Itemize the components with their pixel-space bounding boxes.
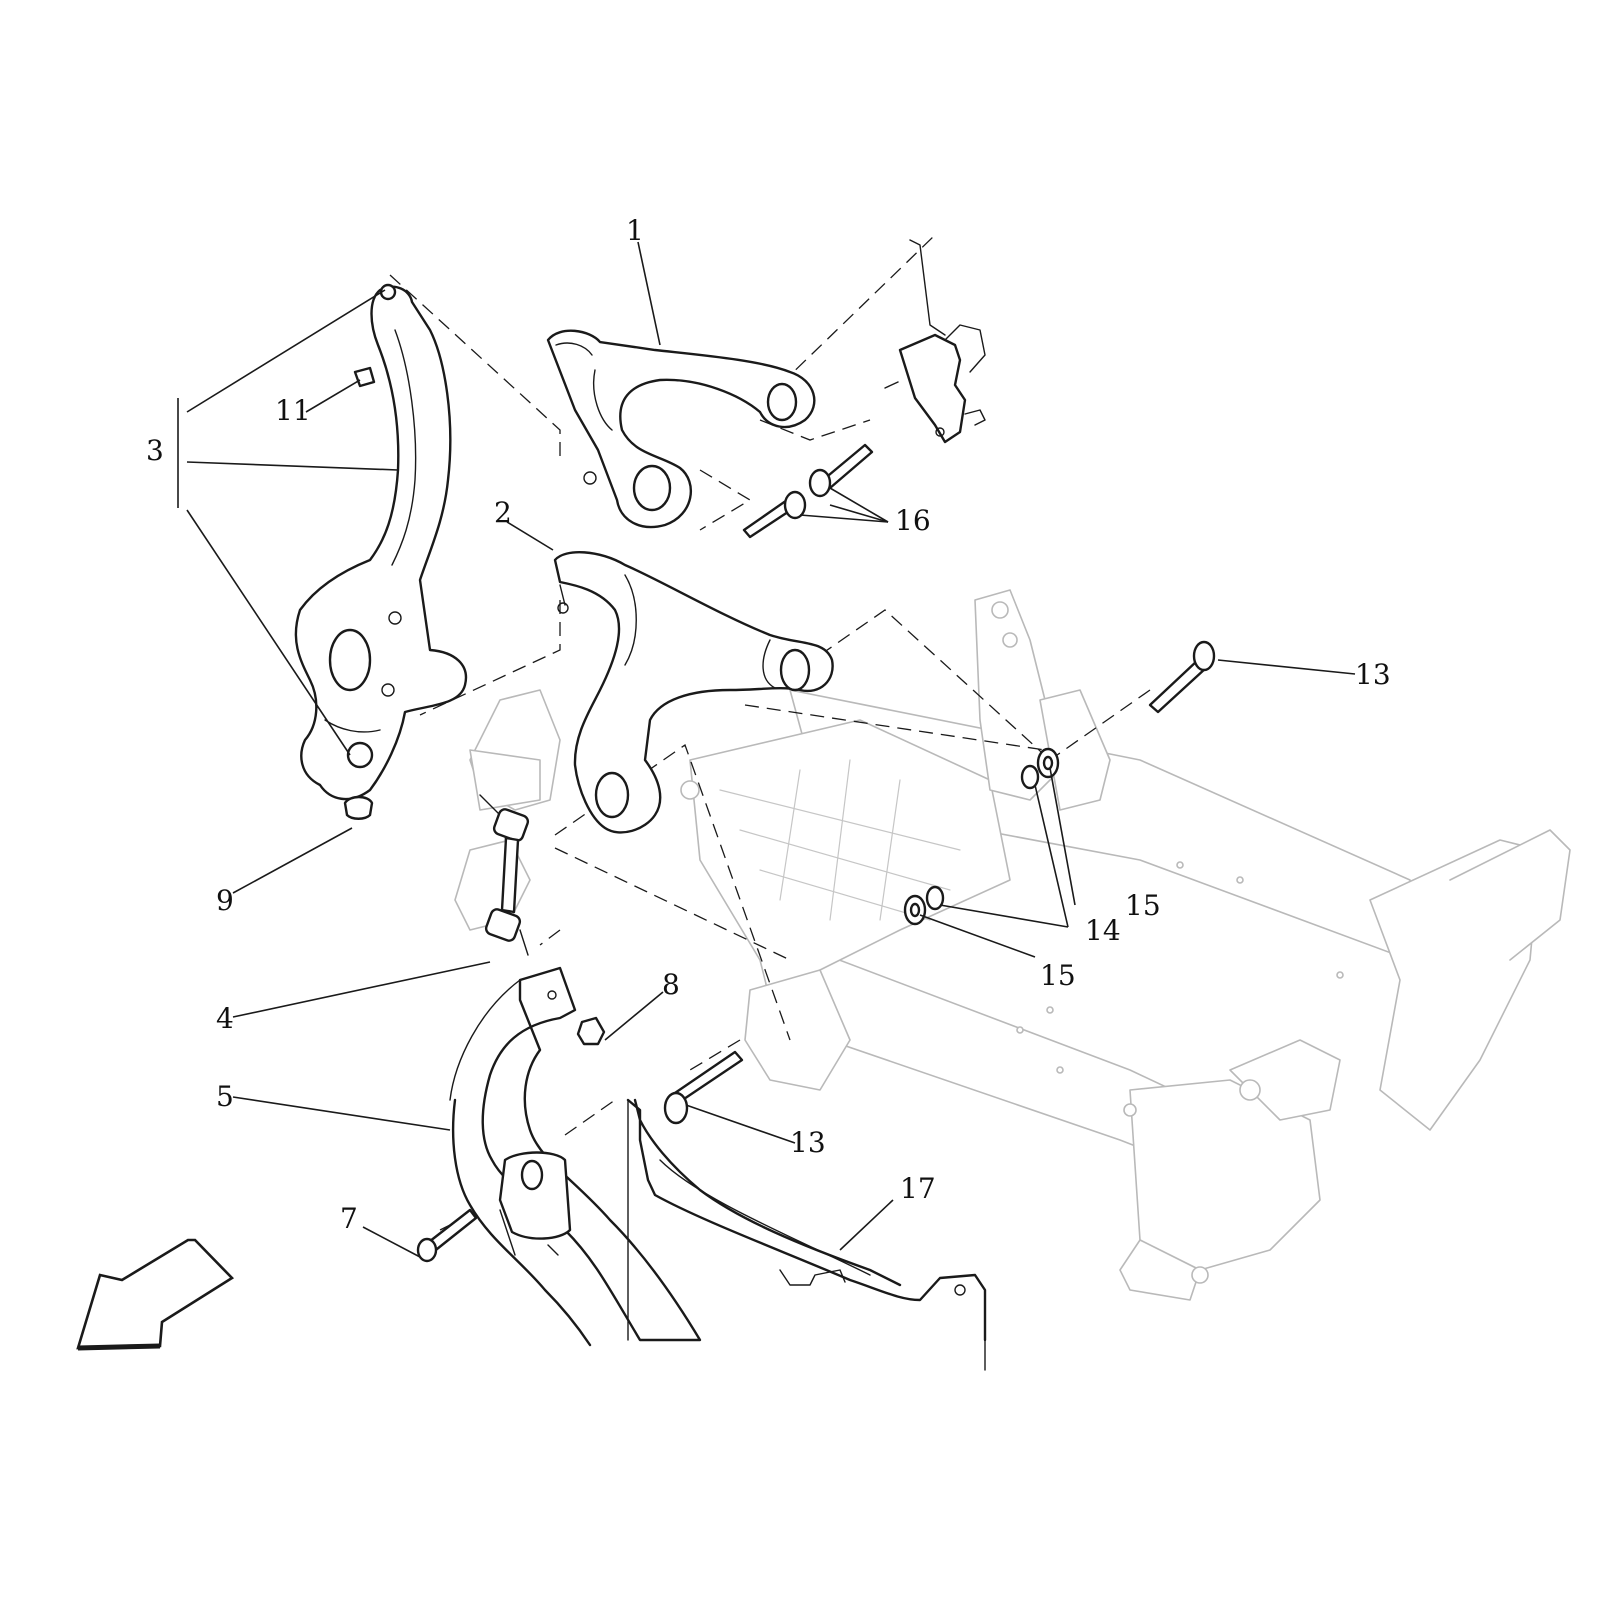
callout-14: 14 bbox=[1085, 914, 1121, 947]
callout-9: 9 bbox=[216, 884, 234, 917]
bolt-7 bbox=[416, 1208, 478, 1263]
callout-2: 2 bbox=[494, 496, 512, 529]
callout-leader-lines bbox=[177, 241, 1356, 1258]
callout-16: 16 bbox=[895, 504, 931, 537]
nut-8 bbox=[576, 1016, 606, 1046]
callout-4: 4 bbox=[216, 1002, 234, 1035]
callout-15-right: 15 bbox=[1125, 889, 1161, 922]
callout-5: 5 bbox=[216, 1080, 234, 1113]
lower-control-arm bbox=[553, 551, 834, 834]
front-direction-arrow-icon bbox=[76, 1238, 235, 1351]
under-tray-panel bbox=[626, 1098, 987, 1371]
callout-8: 8 bbox=[662, 968, 680, 1001]
washers-14-15 bbox=[903, 747, 1060, 926]
callout-11: 11 bbox=[275, 394, 311, 427]
callout-13-top: 13 bbox=[1355, 658, 1391, 691]
callout-13-bottom: 13 bbox=[790, 1126, 826, 1159]
callout-1: 1 bbox=[626, 214, 644, 247]
callout-labels: 1 2 3 11 9 4 5 7 8 13 13 14 15 15 16 17 bbox=[146, 214, 1391, 1235]
upper-mount-bracket bbox=[884, 239, 986, 444]
callout-7: 7 bbox=[340, 1202, 358, 1235]
steering-knuckle bbox=[294, 283, 468, 801]
upper-control-arm bbox=[546, 329, 816, 529]
nut-9 bbox=[343, 795, 374, 820]
long-bolts-13 bbox=[663, 640, 1216, 1125]
stabilizer-bar bbox=[449, 966, 702, 1347]
callout-15-left: 15 bbox=[1040, 959, 1076, 992]
stabilizer-link bbox=[479, 794, 530, 956]
callout-3: 3 bbox=[146, 434, 164, 467]
subframe-crossmember bbox=[680, 589, 1571, 1301]
nut-11 bbox=[353, 366, 376, 388]
callout-17: 17 bbox=[900, 1172, 936, 1205]
pivot-bolts bbox=[742, 443, 874, 539]
